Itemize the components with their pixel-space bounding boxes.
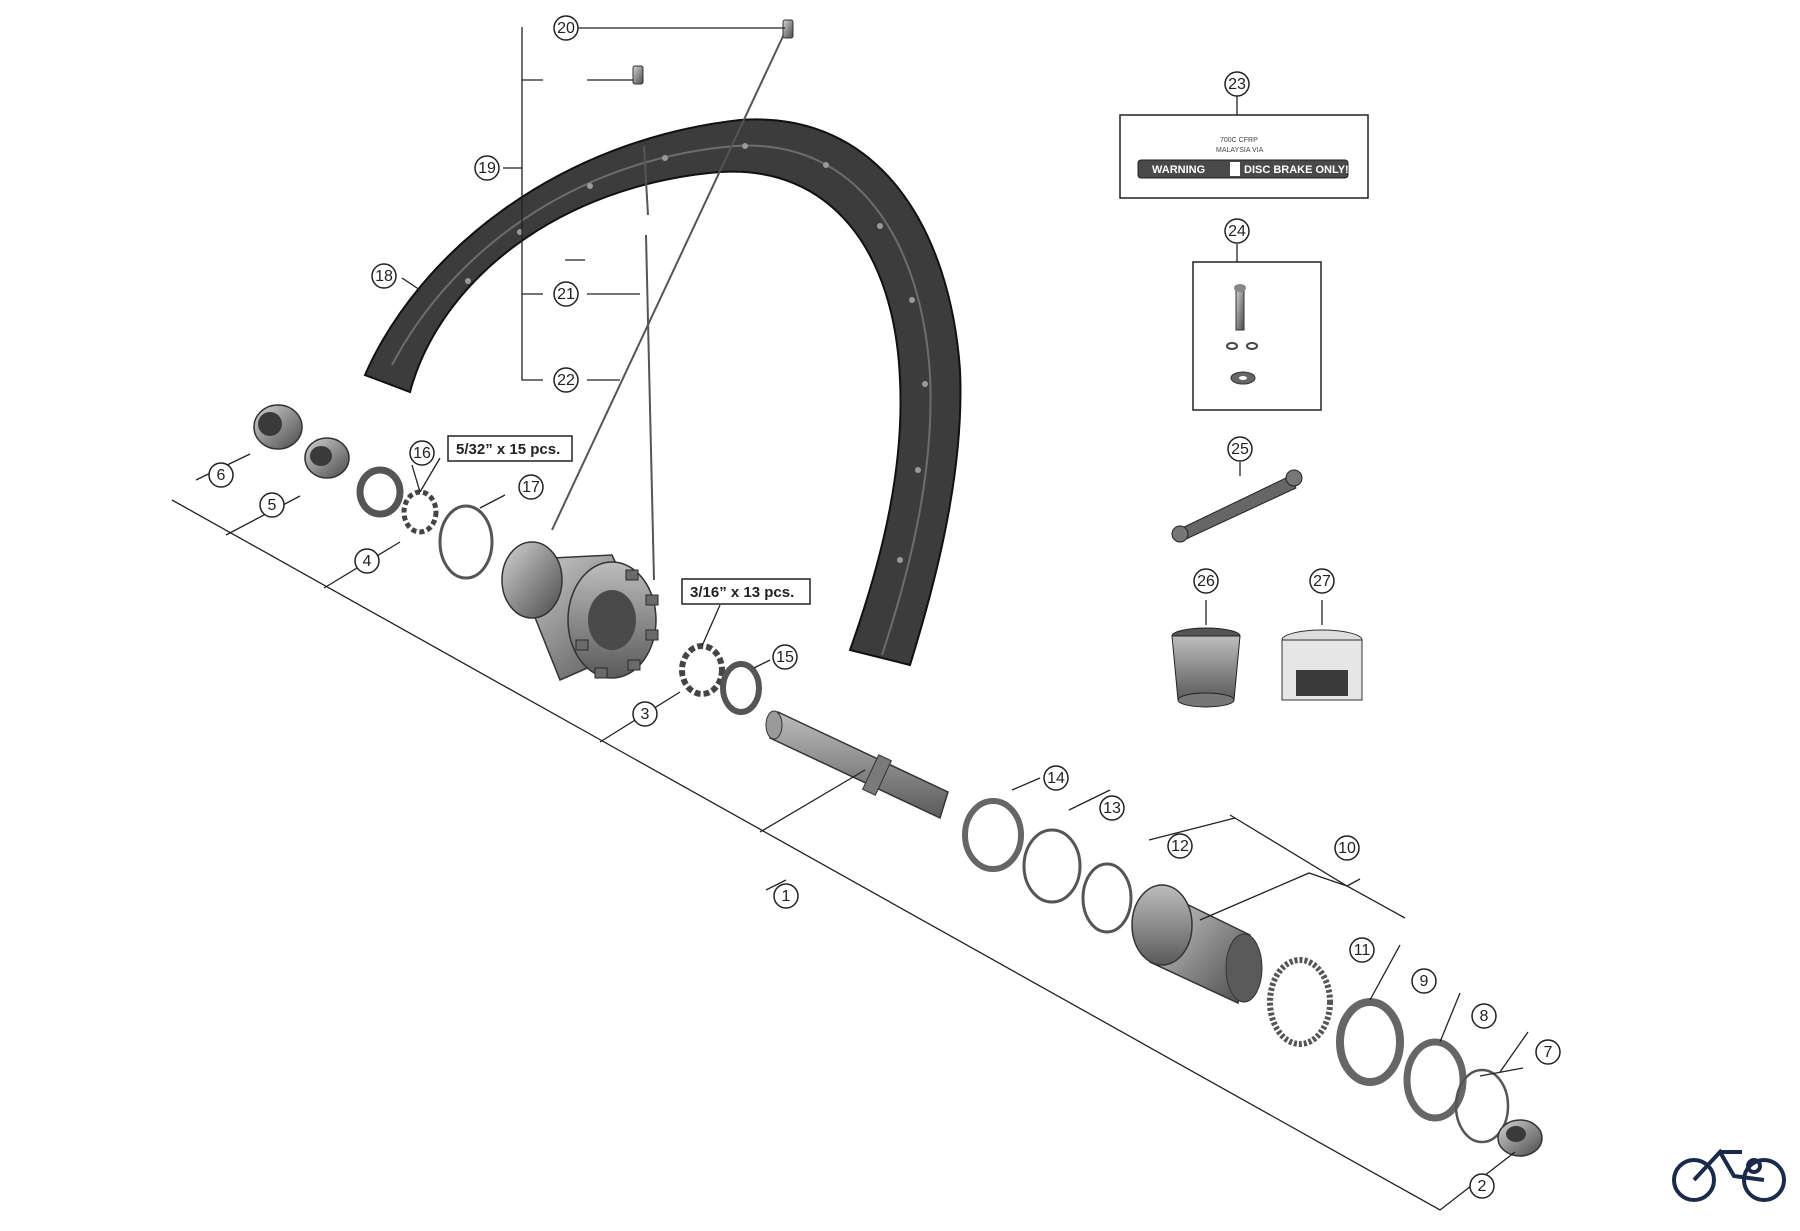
callout-number: 19 <box>478 160 496 177</box>
callout-number: 1 <box>782 888 791 905</box>
callout-number: 12 <box>1171 838 1189 855</box>
axle <box>765 710 949 820</box>
freehub-seal-c <box>1336 998 1404 1086</box>
callout-8: 8 <box>1471 1003 1497 1029</box>
decal-line2: MALAYSIA VIA <box>1216 147 1264 154</box>
callouts: 1234567891011121314151617181920212223242… <box>208 15 1561 1199</box>
right-ball-retainer <box>679 643 725 697</box>
spoke-wrench-tool <box>1171 469 1303 543</box>
freehub-seal-d <box>1403 1038 1467 1122</box>
right-seal-ring <box>720 661 762 715</box>
grease-jar <box>1281 629 1363 701</box>
callout-10: 10 <box>1334 835 1360 861</box>
left-ball-retainer <box>401 489 439 535</box>
spec-label-front-bearing: 5/32” x 15 pcs. <box>456 441 560 458</box>
callout-7: 7 <box>1535 1039 1561 1065</box>
spec-label-rear-bearing: 3/16” x 13 pcs. <box>690 584 794 601</box>
valve-kit-box <box>1192 261 1322 411</box>
left-lock-nut <box>304 437 350 479</box>
bicycle-icon <box>1672 1148 1786 1202</box>
callout-number: 2 <box>1478 1178 1487 1195</box>
left-retaining-ring <box>438 504 494 580</box>
callout-14: 14 <box>1043 765 1069 791</box>
spoke-nipples <box>632 19 794 85</box>
lock-ring-serrated <box>1267 957 1333 1047</box>
callout-number: 25 <box>1231 441 1249 458</box>
freehub-spacer <box>1081 862 1133 934</box>
callout-number: 8 <box>1480 1008 1489 1025</box>
left-seal-ring <box>356 466 404 518</box>
decal-box: 700C CFRP MALAYSIA VIA WARNING DISC BRAK… <box>1119 114 1369 199</box>
callout-number: 9 <box>1420 973 1429 990</box>
callout-number: 4 <box>363 553 372 570</box>
callout-16: 16 <box>409 440 435 466</box>
callout-9: 9 <box>1411 968 1437 994</box>
callout-5: 5 <box>259 492 285 518</box>
callout-1: 1 <box>773 883 799 909</box>
spec-box-front-bearing: 5/32” x 15 pcs. <box>447 435 573 462</box>
leader-lines <box>171 27 1529 1211</box>
callout-27: 27 <box>1309 568 1335 594</box>
freehub-body <box>1131 884 1263 1005</box>
callout-number: 18 <box>375 268 393 285</box>
callout-number: 6 <box>217 467 226 484</box>
callout-6: 6 <box>208 462 234 488</box>
callout-number: 13 <box>1103 800 1121 817</box>
callout-11: 11 <box>1349 937 1375 963</box>
callout-number: 21 <box>557 286 575 303</box>
freehub-seal-b <box>1022 828 1082 904</box>
callout-20: 20 <box>553 15 579 41</box>
callout-26: 26 <box>1193 568 1219 594</box>
callout-number: 27 <box>1313 573 1331 590</box>
callout-23: 23 <box>1224 71 1250 97</box>
callout-number: 11 <box>1354 942 1371 959</box>
right-end-cap <box>1497 1119 1543 1157</box>
callout-4: 4 <box>354 548 380 574</box>
rim <box>363 118 962 667</box>
callout-number: 15 <box>776 649 794 666</box>
callout-number: 5 <box>268 497 277 514</box>
callout-2: 2 <box>1469 1173 1495 1199</box>
callout-17: 17 <box>518 474 544 500</box>
callout-12: 12 <box>1167 833 1193 859</box>
callout-number: 3 <box>641 706 650 723</box>
callout-number: 17 <box>522 479 540 496</box>
callout-number: 14 <box>1047 770 1065 787</box>
callout-number: 10 <box>1338 840 1356 857</box>
callout-3: 3 <box>632 701 658 727</box>
freehub-snap-ring <box>1454 1068 1510 1144</box>
callout-number: 23 <box>1228 76 1246 93</box>
freehub-seal-a <box>962 798 1024 872</box>
spokes <box>551 31 786 581</box>
callout-number: 7 <box>1544 1044 1553 1061</box>
callout-22: 22 <box>553 367 579 393</box>
decal-line1: 700C CFRP <box>1220 137 1258 144</box>
callout-25: 25 <box>1227 436 1253 462</box>
decal-warning: WARNING <box>1152 164 1205 176</box>
callout-24: 24 <box>1224 218 1250 244</box>
callout-13: 13 <box>1099 795 1125 821</box>
left-end-cap <box>253 404 303 450</box>
callout-number: 26 <box>1197 573 1215 590</box>
callout-18: 18 <box>371 263 397 289</box>
callout-number: 20 <box>557 20 575 37</box>
callout-21: 21 <box>553 281 579 307</box>
callout-number: 16 <box>413 445 431 462</box>
hub-body <box>501 541 659 681</box>
bearing-sleeve-tool <box>1171 627 1241 708</box>
callout-number: 24 <box>1228 223 1246 240</box>
callout-number: 22 <box>557 372 575 389</box>
callout-15: 15 <box>772 644 798 670</box>
spec-box-rear-bearing: 3/16” x 13 pcs. <box>681 578 811 605</box>
callout-19: 19 <box>474 155 500 181</box>
decal-disc: DISC BRAKE ONLY! <box>1244 164 1349 176</box>
